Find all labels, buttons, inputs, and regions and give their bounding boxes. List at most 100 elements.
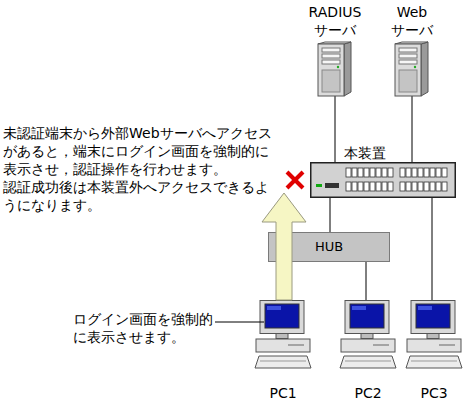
lan-port bbox=[346, 168, 351, 177]
block-mark bbox=[287, 172, 303, 188]
monitor-stand bbox=[276, 334, 288, 339]
drive-bay bbox=[322, 60, 340, 64]
lan-port bbox=[376, 182, 381, 191]
server-panel bbox=[399, 70, 417, 92]
lan-port bbox=[430, 168, 435, 177]
lan-port bbox=[352, 182, 357, 191]
lan-port bbox=[352, 168, 357, 177]
lan-port bbox=[400, 182, 405, 191]
power-led bbox=[414, 66, 416, 68]
node-icon bbox=[310, 162, 456, 198]
drive-bay bbox=[399, 48, 417, 52]
server-icon: RADIUS サーバ bbox=[318, 42, 352, 96]
node-icon bbox=[395, 42, 429, 96]
drive-bay bbox=[322, 48, 340, 52]
device-label: 本装置 bbox=[344, 144, 414, 162]
lan-port bbox=[436, 168, 441, 177]
server-side bbox=[344, 42, 351, 96]
keyboard bbox=[340, 356, 396, 368]
device-label: PC3 bbox=[405, 384, 463, 402]
drive-bay bbox=[399, 60, 417, 64]
lan-port bbox=[376, 168, 381, 177]
monitor-stand bbox=[361, 334, 373, 339]
network-cable bbox=[412, 96, 413, 162]
hub-band: HUB bbox=[268, 232, 390, 262]
lan-port bbox=[418, 182, 423, 191]
keyboard bbox=[255, 356, 311, 368]
lan-port bbox=[424, 182, 429, 191]
device-label: PC2 bbox=[339, 384, 397, 402]
power-led bbox=[337, 66, 339, 68]
screen-shine bbox=[267, 306, 281, 310]
lan-port bbox=[382, 182, 387, 191]
server-front bbox=[395, 44, 421, 96]
note-text: 未認証端末から外部Webサーバへアクセス があると，端末にログイン画面を強制的に… bbox=[3, 124, 308, 214]
drive-slot bbox=[439, 345, 455, 346]
keyboard bbox=[406, 356, 462, 368]
lan-port bbox=[442, 182, 447, 191]
block-mark bbox=[287, 172, 303, 188]
lan-port bbox=[382, 168, 387, 177]
drive-bay bbox=[399, 54, 417, 58]
monitor-stand bbox=[427, 334, 439, 339]
network-cable bbox=[366, 262, 367, 300]
keyboard-row bbox=[345, 361, 391, 362]
switch-device: 本装置 bbox=[310, 162, 456, 198]
server-side bbox=[421, 42, 428, 96]
pc-icon: PC3 bbox=[405, 300, 463, 370]
pc-base bbox=[341, 339, 395, 352]
hub-label: HUB bbox=[315, 238, 343, 256]
lan-port bbox=[370, 168, 375, 177]
server-icon: Web サーバ bbox=[395, 42, 429, 96]
server-front bbox=[318, 44, 344, 96]
lan-port bbox=[418, 168, 423, 177]
keyboard-row bbox=[260, 361, 306, 362]
lan-port bbox=[406, 182, 411, 191]
monitor-screen bbox=[350, 304, 384, 328]
lan-port bbox=[346, 182, 351, 191]
lan-port bbox=[400, 168, 405, 177]
pc-icon: PC2 bbox=[339, 300, 397, 370]
pc-base bbox=[256, 339, 310, 352]
monitor-screen bbox=[265, 304, 299, 328]
lan-port bbox=[412, 182, 417, 191]
lan-port bbox=[406, 168, 411, 177]
lan-port bbox=[388, 182, 393, 191]
node-icon bbox=[254, 300, 312, 370]
device-label: PC1 bbox=[254, 384, 312, 402]
lan-port bbox=[442, 168, 447, 177]
console-port bbox=[325, 183, 339, 188]
node-icon bbox=[405, 300, 463, 370]
lan-port bbox=[370, 182, 375, 191]
node-icon bbox=[318, 42, 352, 96]
callout-text: ログイン画面を強制的 に表示させます。 bbox=[73, 310, 223, 346]
lan-port bbox=[364, 182, 369, 191]
drive-slot bbox=[373, 345, 389, 346]
switch-body bbox=[311, 163, 456, 198]
monitor-frame bbox=[345, 301, 389, 334]
pc-icon: PC1 bbox=[254, 300, 312, 370]
network-cable bbox=[282, 262, 283, 300]
pc-base bbox=[407, 339, 461, 352]
keyboard-row bbox=[411, 361, 457, 362]
device-label: Web サーバ bbox=[380, 3, 444, 39]
lan-port bbox=[358, 182, 363, 191]
drive-slot bbox=[288, 345, 304, 346]
network-cable bbox=[335, 96, 336, 162]
node-icon bbox=[339, 300, 397, 370]
network-cable bbox=[432, 198, 433, 300]
lan-port bbox=[364, 168, 369, 177]
lan-port bbox=[436, 182, 441, 191]
drive-bay bbox=[322, 54, 340, 58]
lan-port bbox=[412, 168, 417, 177]
monitor-frame bbox=[411, 301, 455, 334]
lan-port bbox=[358, 168, 363, 177]
server-panel bbox=[322, 70, 340, 92]
leader-line bbox=[215, 322, 264, 323]
lan-port bbox=[388, 168, 393, 177]
device-label: RADIUS サーバ bbox=[303, 3, 367, 39]
screen-shine bbox=[418, 306, 432, 310]
lan-port bbox=[430, 182, 435, 191]
status-led bbox=[316, 184, 322, 187]
